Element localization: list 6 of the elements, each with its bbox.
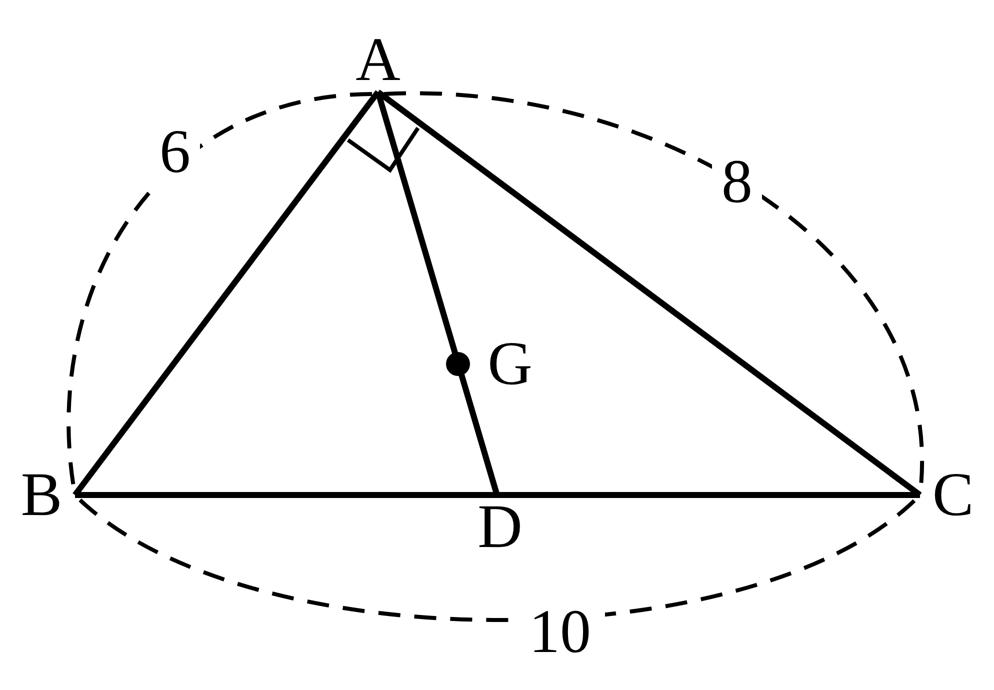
point-label: A xyxy=(350,28,406,92)
triangle-side xyxy=(75,492,920,498)
point-label: B xyxy=(8,463,75,527)
point-label: G xyxy=(475,332,545,396)
point-label: D xyxy=(470,495,530,559)
point-label: C xyxy=(920,463,986,527)
